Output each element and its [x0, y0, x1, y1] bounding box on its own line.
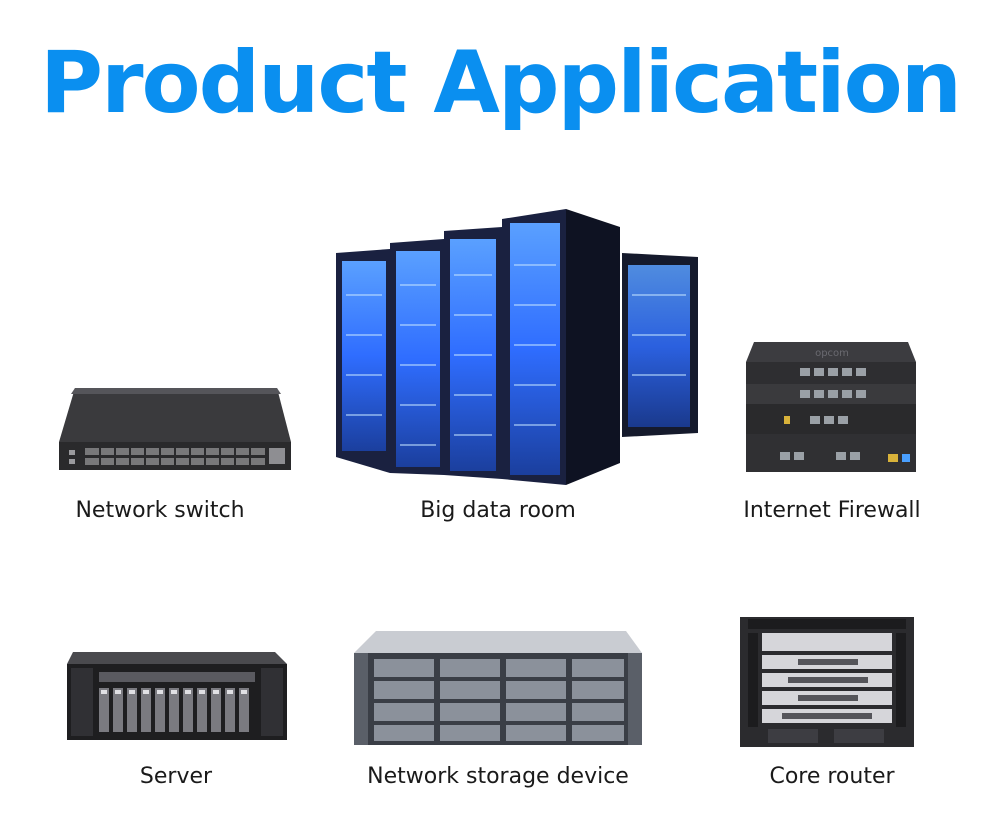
firewall-image: opcom	[740, 340, 920, 475]
label-network-switch: Network switch	[75, 498, 245, 523]
label-firewall: Internet Firewall	[743, 498, 921, 523]
network-switch-image	[55, 380, 295, 475]
label-core-router: Core router	[769, 764, 895, 789]
label-server: Server	[139, 764, 213, 789]
page-title: Product Application	[40, 33, 962, 133]
core-router-image	[738, 615, 916, 750]
svg-text:opcom: opcom	[815, 348, 849, 359]
label-data-room: Big data room	[420, 498, 576, 523]
storage-device-image	[350, 625, 646, 750]
label-storage-device: Network storage device	[367, 764, 629, 789]
server-image	[65, 648, 290, 743]
data-room-image	[330, 205, 702, 485]
